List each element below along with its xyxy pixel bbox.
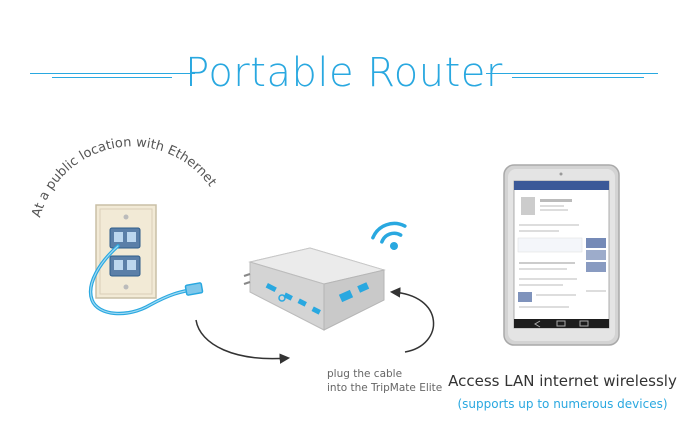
location-arc-text: At a public location with Ethernet ports bbox=[0, 0, 222, 219]
router-icon bbox=[243, 247, 386, 331]
wifi-signal-icon bbox=[371, 221, 407, 250]
curved-arrow-icon bbox=[195, 319, 291, 364]
curved-arrow-icon bbox=[389, 287, 435, 353]
plug-caption-line2: into the TripMate Elite bbox=[327, 382, 443, 394]
title-rule-right-top bbox=[486, 73, 658, 74]
tablet-caption-sub: (supports up to numerous devices) bbox=[457, 397, 668, 411]
plug-caption: plug the cable into the TripMate Elite bbox=[327, 367, 467, 395]
title-rule-right-bottom bbox=[512, 77, 644, 78]
location-arc-label: At a public location with Ethernet ports bbox=[0, 0, 222, 219]
tablet-caption-main: Access LAN internet wirelessly bbox=[448, 372, 677, 390]
page-title: Portable Router bbox=[185, 50, 503, 96]
plug-caption-line1: plug the cable bbox=[327, 368, 403, 380]
title-rule-left-top bbox=[30, 73, 195, 74]
wall-ethernet-port-icon bbox=[95, 204, 157, 299]
ethernet-cable-icon bbox=[88, 244, 204, 316]
title-rule-left-bottom bbox=[52, 77, 172, 78]
tablet-icon bbox=[503, 164, 620, 346]
